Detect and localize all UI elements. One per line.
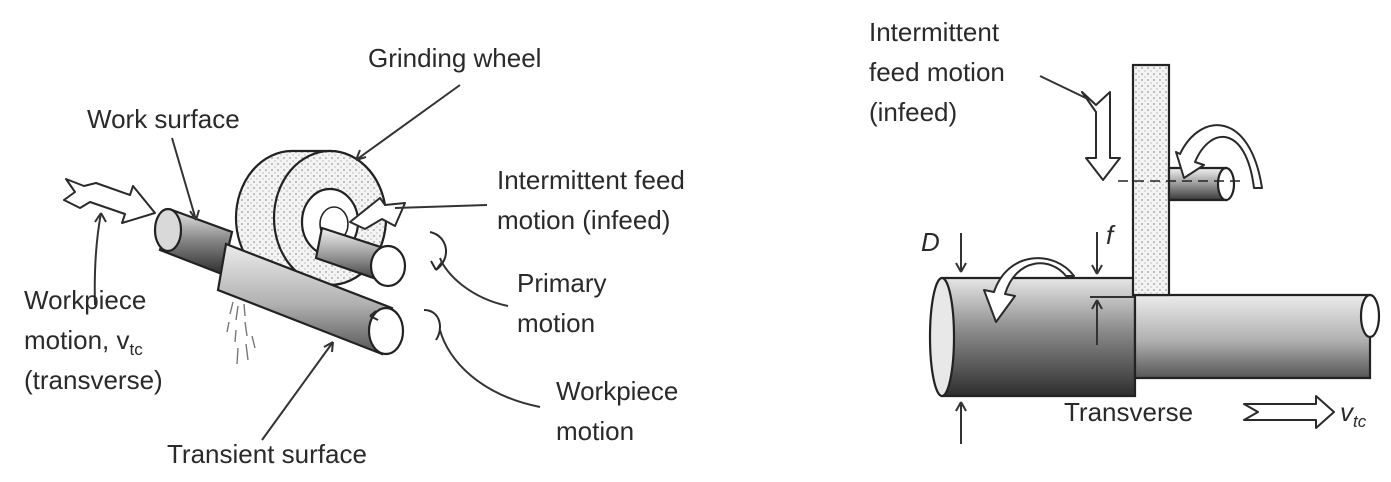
dimension-f — [1090, 232, 1134, 345]
workpiece-large-section — [928, 276, 1137, 398]
label-workpiece-motion-vtc-1: Workpiece — [24, 285, 146, 315]
label-workpiece-motion-2: motion — [556, 416, 634, 446]
workpiece-cylinder — [153, 207, 405, 356]
label-intermittent-feed-2: motion (infeed) — [497, 205, 670, 235]
workpiece-ground-section — [1133, 293, 1381, 380]
label-right-intermittent-2: feed motion — [869, 57, 1005, 87]
label-transverse: Transverse — [1064, 397, 1193, 427]
right-infeed-arrow — [1081, 91, 1121, 181]
left-diagram: Grinding wheel Work surface Intermittent… — [24, 43, 685, 469]
label-intermittent-feed-1: Intermittent feed — [497, 165, 685, 195]
label-right-intermittent-3: (infeed) — [869, 97, 957, 127]
dimension-D — [955, 233, 967, 444]
right-infeed-leader — [1039, 75, 1091, 101]
grinding-wheel-edge — [1131, 63, 1171, 297]
workpiece-motion-arrowhead — [369, 310, 379, 321]
transverse-arrow — [63, 178, 156, 224]
label-primary-motion-2: motion — [517, 308, 595, 338]
label-vtc: vtc — [1340, 397, 1367, 431]
label-workpiece-motion-vtc-2: motion, vtc — [24, 325, 143, 359]
sparks — [226, 301, 256, 365]
label-dim-D: D — [921, 227, 940, 257]
label-right-intermittent-1: Intermittent — [869, 17, 1000, 47]
label-transient-surface: Transient surface — [167, 439, 367, 469]
wheel-rotation-arrow — [1175, 124, 1263, 189]
label-workpiece-motion-vtc-3: (transverse) — [24, 365, 163, 395]
workpiece-rotation-arrow — [983, 257, 1075, 323]
workpiece-motion-arrow — [423, 309, 441, 341]
wheel-spindle — [314, 226, 407, 288]
label-dim-f: f — [1106, 220, 1116, 250]
left-leaders — [93, 84, 541, 441]
label-workpiece-motion-1: Workpiece — [556, 376, 678, 406]
primary-motion-arrowhead — [430, 260, 443, 271]
label-primary-motion-1: Primary — [517, 268, 607, 298]
infeed-arrow — [349, 197, 406, 230]
label-grinding-wheel: Grinding wheel — [368, 43, 541, 73]
transverse-open-arrow — [1243, 395, 1335, 429]
label-work-surface: Work surface — [87, 104, 240, 134]
right-diagram: Intermittent feed motion (infeed) D f Tr… — [869, 17, 1381, 444]
